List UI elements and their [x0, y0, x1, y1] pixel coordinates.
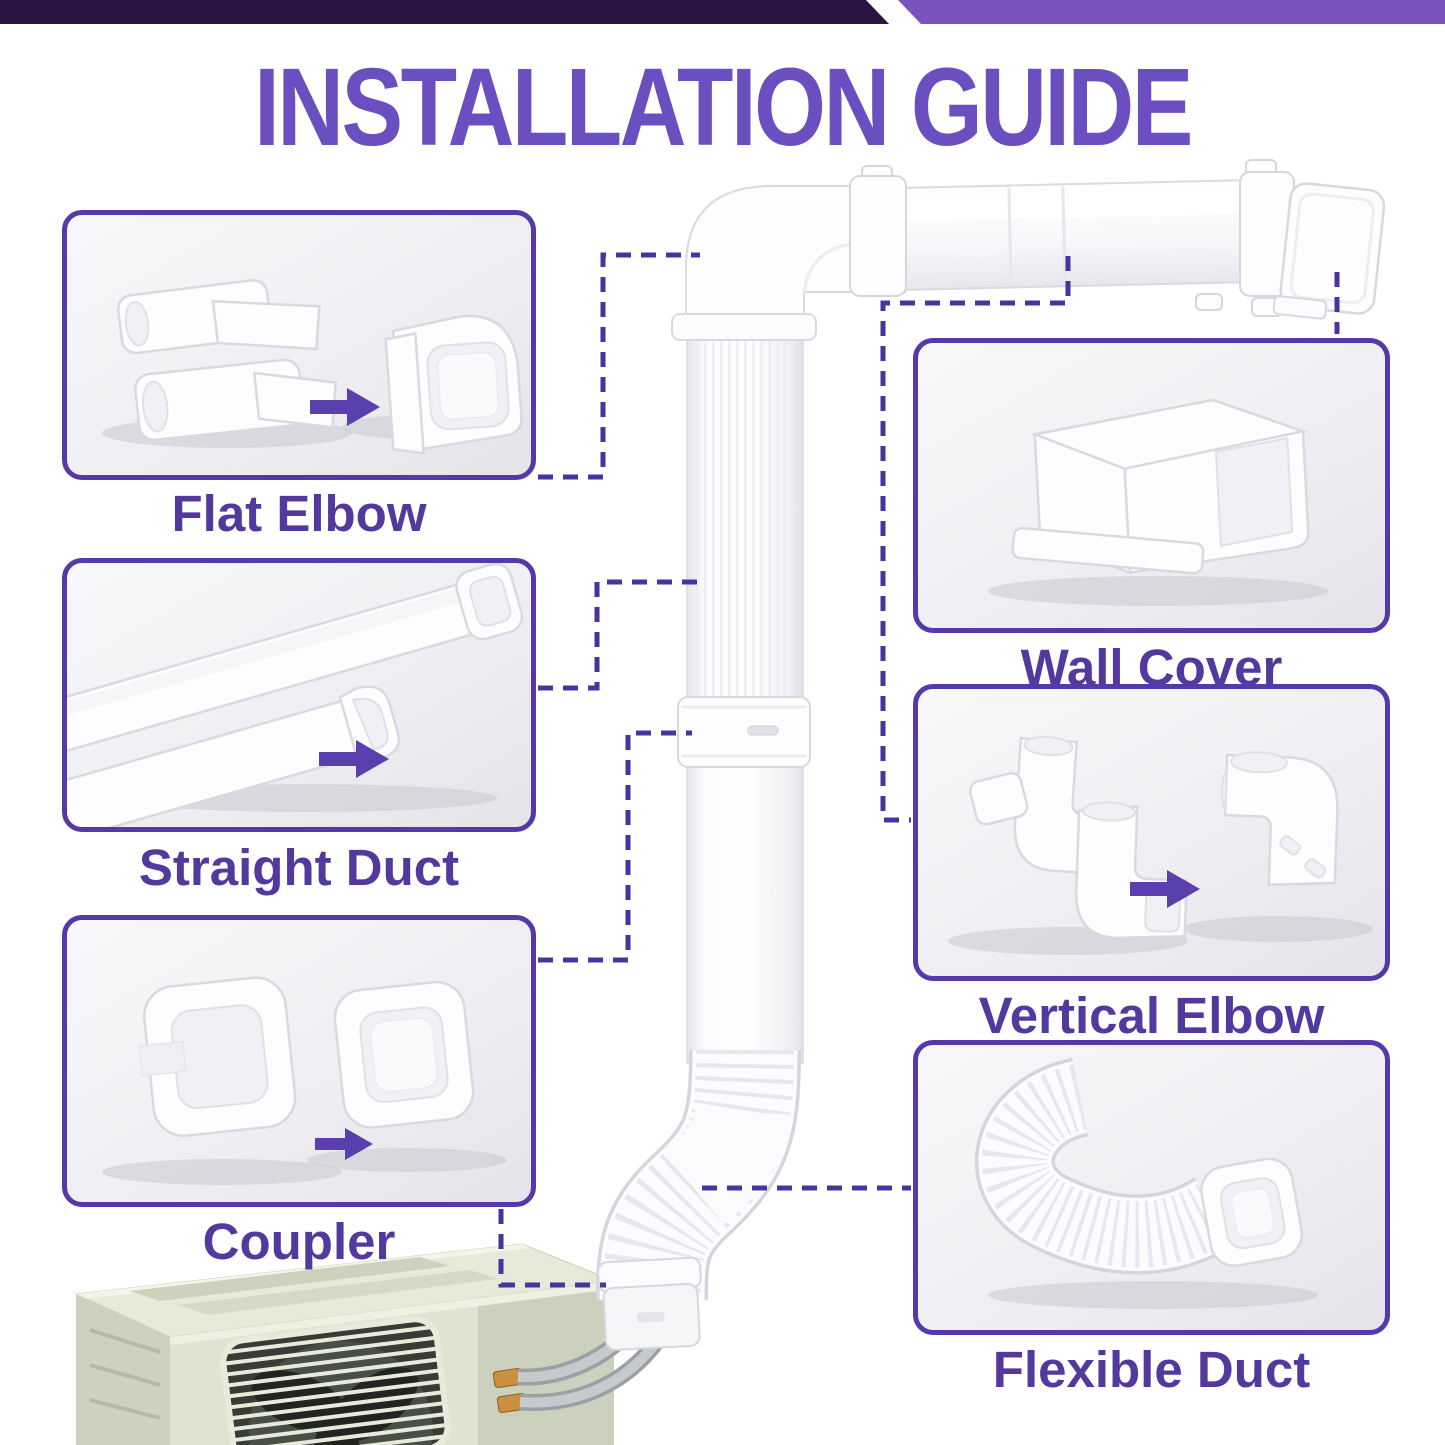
- step-arrow-icon: [319, 740, 389, 778]
- flexible-duct-label: Flexible Duct: [992, 1341, 1311, 1398]
- flat-elbow-label: Flat Elbow: [171, 485, 427, 542]
- flexible-duct-panel: [913, 1040, 1390, 1335]
- callout-flat-elbow: [538, 252, 700, 480]
- vertical-elbow-label: Vertical Elbow: [978, 987, 1325, 1044]
- callout-straight-duct: [538, 579, 700, 691]
- callout-coupler-bottom: [498, 1209, 606, 1288]
- wall-cover-image: [988, 398, 1328, 606]
- banner-dark-stripe: [0, 0, 889, 24]
- straight-duct-label: Straight Duct: [138, 839, 460, 896]
- coupler-image: [102, 976, 507, 1185]
- callout-coupler: [538, 730, 692, 963]
- banner-light-stripe: [898, 0, 1445, 24]
- assembly-coupler-collar: [677, 696, 811, 768]
- flexible-duct-image: [974, 1057, 1318, 1309]
- assembly-end-clip: [1195, 159, 1295, 317]
- wall-cover-panel: [913, 338, 1390, 633]
- assembly-wall-cover-cap: [1272, 182, 1386, 320]
- assembly-duct-end-fitting: [597, 1256, 702, 1351]
- callout-vertical-elbow: [880, 256, 1071, 823]
- assembly-duct-clip: [849, 165, 907, 297]
- straight-duct-panel: [62, 558, 536, 832]
- step-arrow-icon: [315, 1128, 373, 1160]
- flat-elbow-image: [102, 279, 523, 455]
- straight-duct-image: [67, 563, 524, 827]
- outdoor-ac-unit: [74, 1243, 665, 1445]
- ac-fan-grille: [220, 1316, 451, 1445]
- coupler-label: Coupler: [202, 1213, 396, 1270]
- step-arrow-icon: [1130, 870, 1200, 908]
- ac-service-valves: [492, 1368, 528, 1413]
- flat-elbow-panel: [62, 210, 536, 480]
- assembly-vertical-duct: [686, 317, 804, 1064]
- ac-grille-bars: [221, 1324, 450, 1445]
- page-title: INSTALLATION GUIDE: [254, 46, 1193, 169]
- coupler-panel: [62, 915, 536, 1207]
- vertical-elbow-image: [948, 735, 1373, 955]
- top-banner: [0, 0, 1445, 24]
- vertical-elbow-panel: [913, 684, 1390, 981]
- step-arrow-icon: [310, 388, 380, 426]
